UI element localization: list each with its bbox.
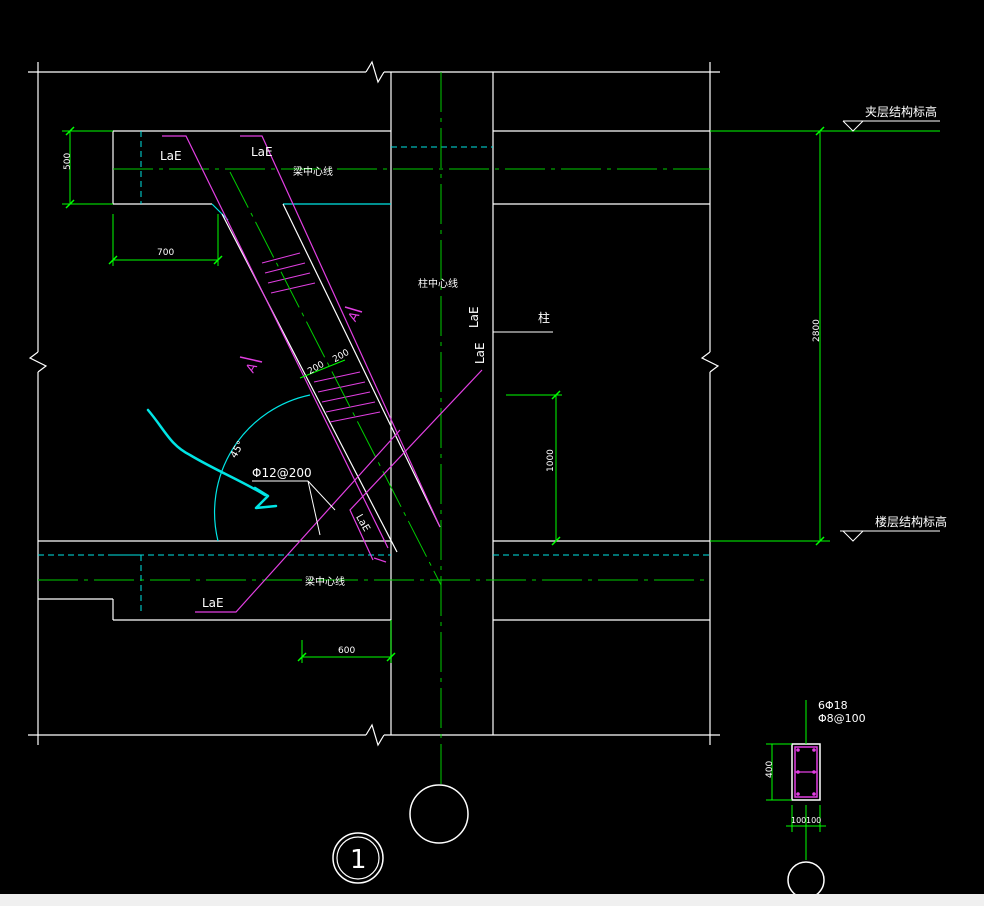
detail-number: 1 xyxy=(350,845,367,875)
column-section xyxy=(791,743,821,801)
column-section-dims xyxy=(766,700,826,860)
dim-slab-width-2: 200 xyxy=(331,348,351,365)
section-marks xyxy=(239,306,363,363)
beam-centerline-top-label: 梁中心线 xyxy=(293,165,333,178)
section-width-1-label: 100 xyxy=(791,816,806,825)
section-mark-left: A xyxy=(244,360,261,375)
rebar-spec-label: Φ12@200 xyxy=(252,466,312,480)
floor-level-label: 楼层结构标高 xyxy=(875,514,947,529)
section-stirrup-label: Φ8@100 xyxy=(818,712,866,725)
section-height-label: 400 xyxy=(765,761,775,778)
section-main-rebar-label: 6Φ18 xyxy=(818,699,848,712)
angle-label: 45° xyxy=(229,439,247,460)
upper-beam-hidden xyxy=(140,131,493,204)
dim-haunch-bottom: 600 xyxy=(338,646,355,656)
lae-label-1: LaE xyxy=(160,149,182,163)
rebar xyxy=(162,135,483,613)
detail-circle-inner xyxy=(336,836,380,880)
stair-slab xyxy=(221,203,441,553)
column-outline xyxy=(390,72,494,735)
status-bar xyxy=(0,894,984,906)
lae-label-4: LaE xyxy=(467,306,481,328)
mezzanine-level-label: 夹层结构标高 xyxy=(865,104,937,119)
stair-slab-hatch xyxy=(261,252,381,423)
dim-haunch-top: 700 xyxy=(157,248,174,258)
frame-outline xyxy=(28,60,720,747)
level-marker-bottom xyxy=(840,530,940,542)
annotation-arrow xyxy=(146,408,278,510)
section-width-2-label: 100 xyxy=(806,816,821,825)
level-marker-top xyxy=(710,120,940,132)
dim-story-height: 2800 xyxy=(812,319,822,342)
lae-label-5: LaE xyxy=(473,342,487,364)
column-label: 柱 xyxy=(538,310,550,325)
lae-label-3: LaE xyxy=(202,596,224,610)
angle-arc xyxy=(213,394,311,542)
detail-circle-outer xyxy=(332,832,384,884)
dim-column-offset: 1000 xyxy=(546,449,556,472)
axis-circle-section xyxy=(787,861,825,894)
dimension-ticks xyxy=(65,126,825,662)
beam-centerline-bottom-label: 梁中心线 xyxy=(305,575,345,588)
lae-label-2: LaE xyxy=(251,145,273,159)
rebar-spec-leader xyxy=(252,480,336,536)
lower-beam xyxy=(38,540,710,621)
dim-slab-width-1: 200 xyxy=(306,360,326,377)
dim-beam-depth: 500 xyxy=(63,153,73,170)
column-centerline-label: 柱中心线 xyxy=(418,277,458,290)
upper-beam xyxy=(112,130,710,221)
axis-circle-column xyxy=(409,784,469,844)
dimension-lines xyxy=(62,130,830,663)
centerlines xyxy=(38,72,710,785)
lower-beam-hidden xyxy=(38,554,710,615)
